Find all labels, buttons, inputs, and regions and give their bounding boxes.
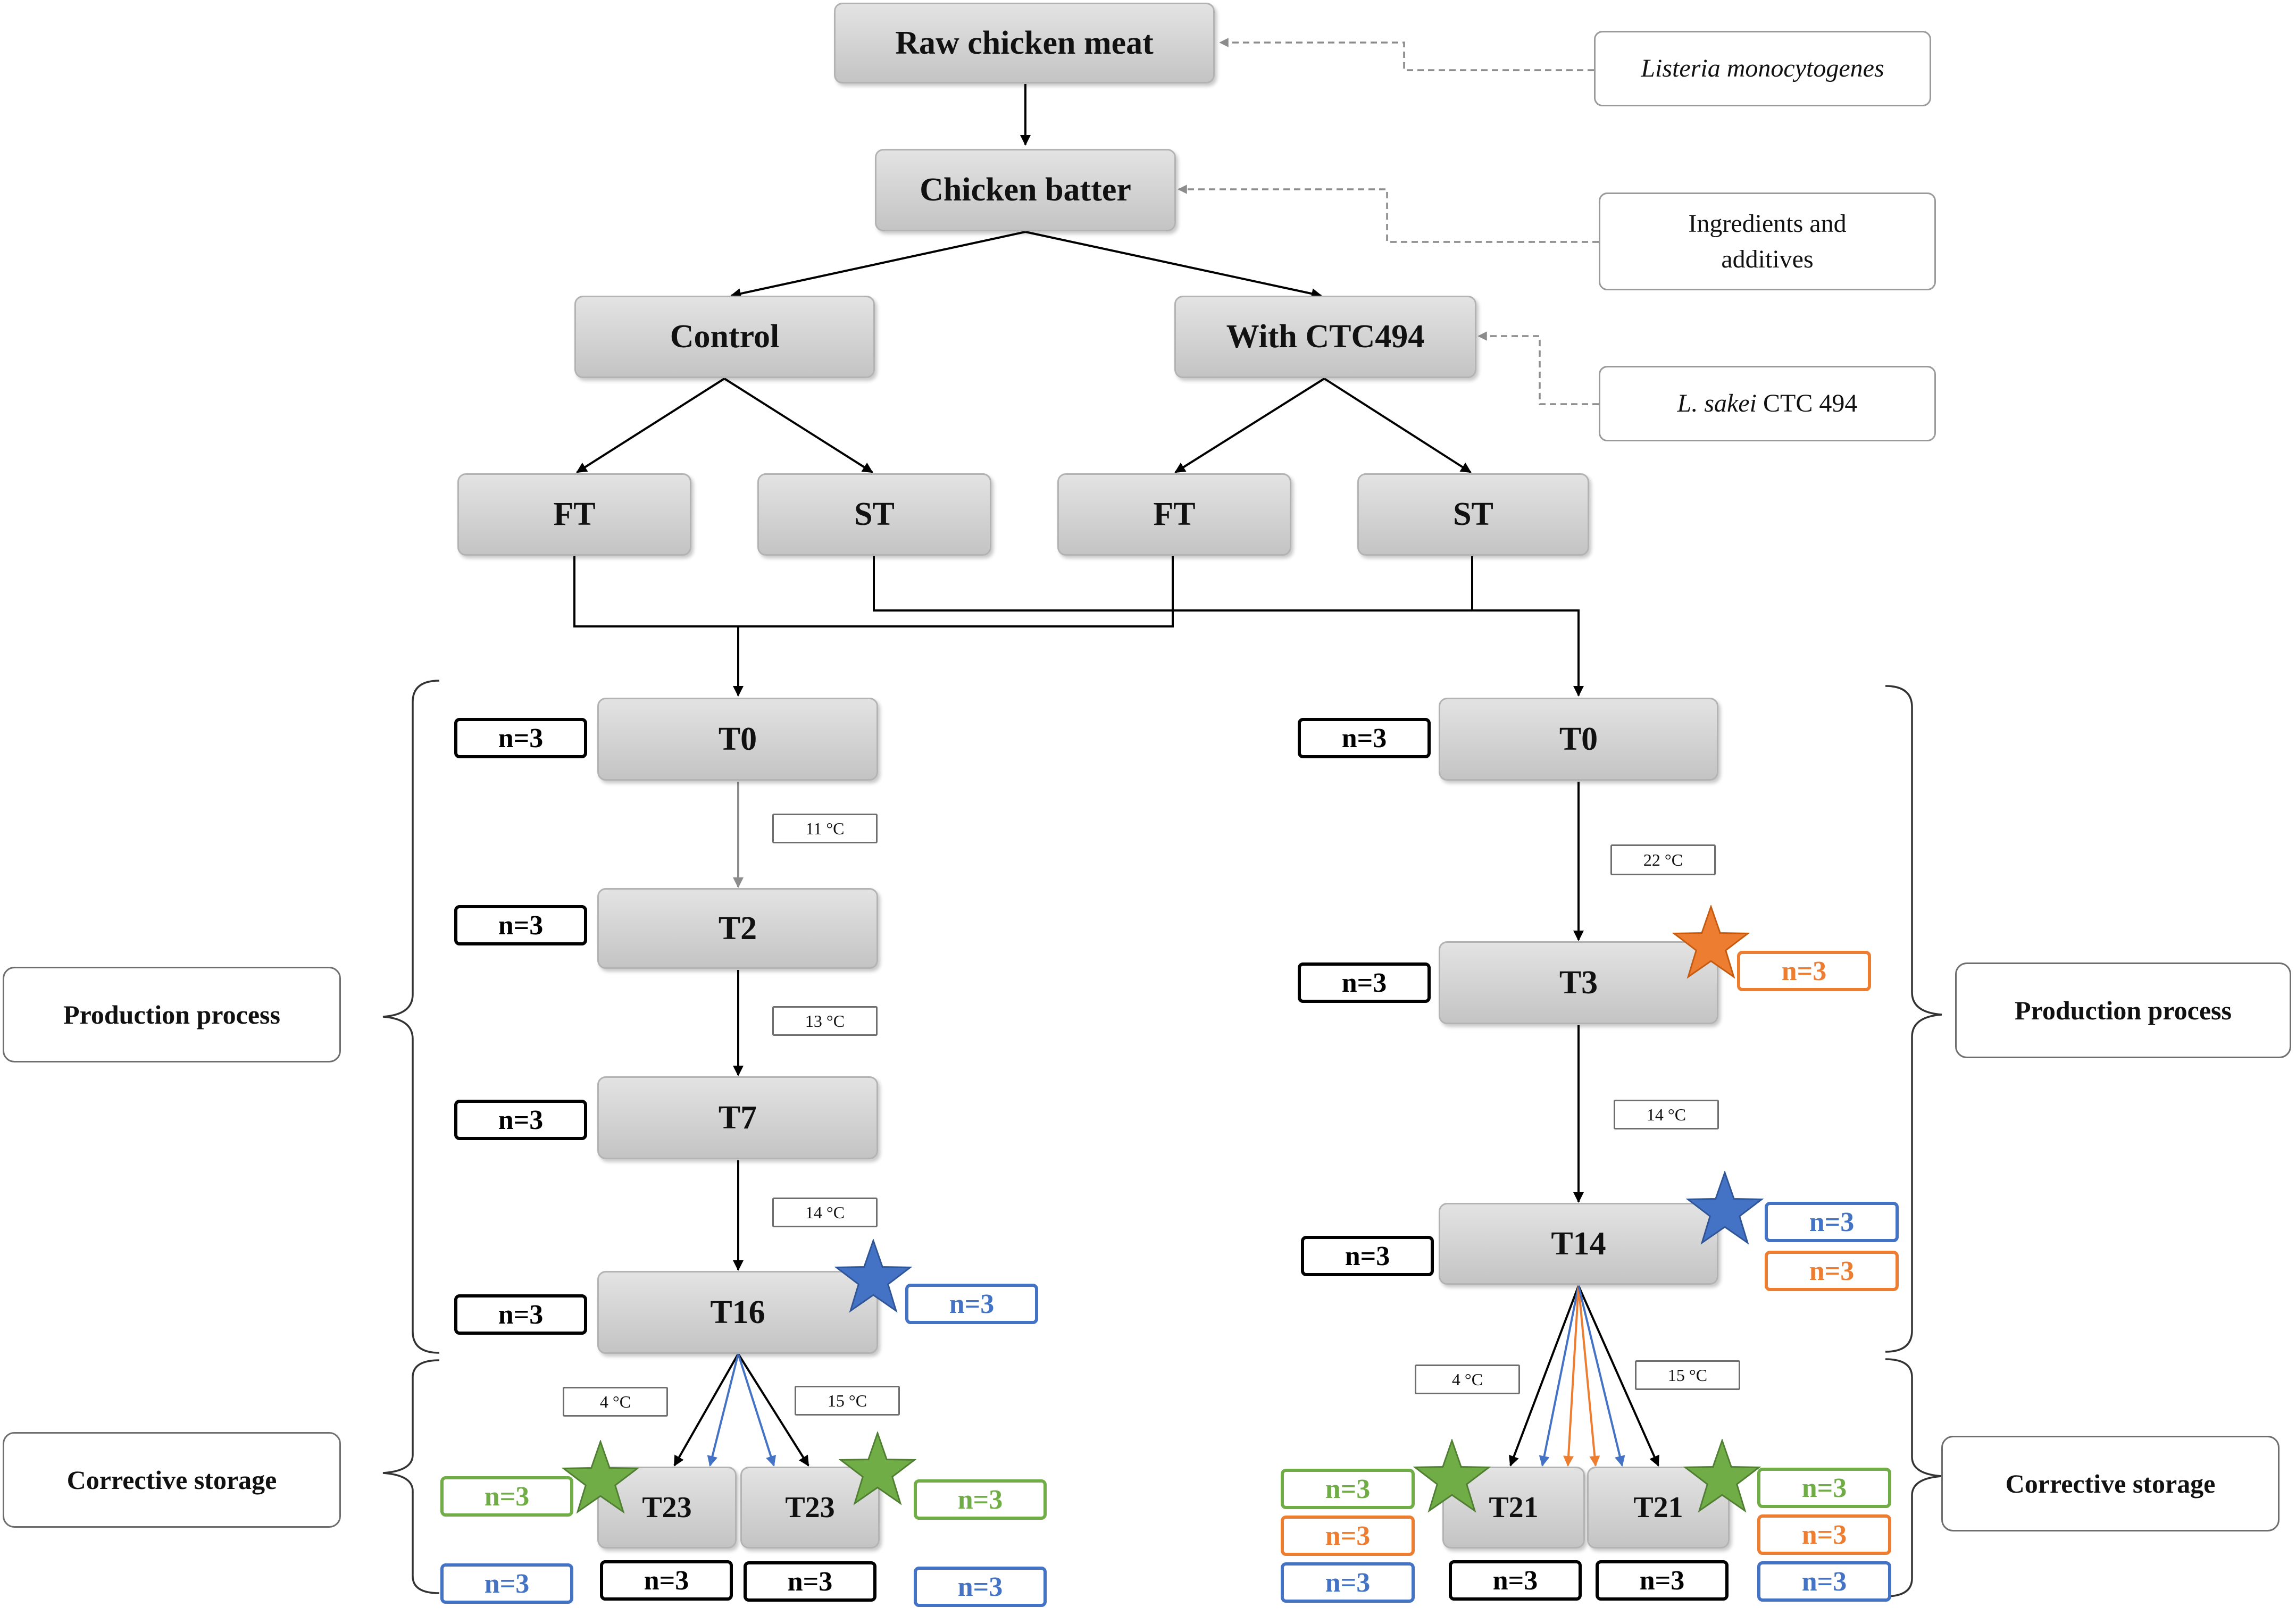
input-listeria: Listeria monocytogenes xyxy=(1594,31,1931,106)
sample-ft-t7: n=3 xyxy=(454,1100,587,1140)
input-ingredients-line2: additives xyxy=(1721,245,1814,273)
sample-st-t21-cold-blue: n=3 xyxy=(1281,1562,1415,1603)
node-st-t14: T14 xyxy=(1439,1203,1718,1285)
edge-control-to-st xyxy=(723,378,873,473)
edge-batter-to-control xyxy=(730,231,1026,299)
node-control: Control xyxy=(574,296,875,378)
temp-ft-storage-cold: 4 °C xyxy=(563,1387,668,1417)
node-st-t0: T0 xyxy=(1439,698,1718,781)
sample-st-t3: n=3 xyxy=(1298,962,1431,1003)
brace-storage-left xyxy=(382,1359,440,1594)
edge-ctc-to-st xyxy=(1323,378,1472,473)
star-icon xyxy=(1413,1439,1491,1513)
input-listeria-label: Listeria monocytogenes xyxy=(1641,54,1884,83)
temp-st-storage-warm: 15 °C xyxy=(1635,1360,1740,1390)
brace-production-right xyxy=(1885,685,1942,1353)
edge-st-t14-t21b-blue xyxy=(1577,1285,1625,1467)
node-with-ctc494: With CTC494 xyxy=(1174,296,1476,378)
node-st-ctc: ST xyxy=(1357,473,1589,556)
node-raw-chicken-meat: Raw chicken meat xyxy=(834,3,1215,83)
node-ft-t16: T16 xyxy=(597,1271,878,1354)
brace-storage-right xyxy=(1885,1358,1942,1597)
sample-ft-t16: n=3 xyxy=(454,1294,587,1335)
sample-st-t14: n=3 xyxy=(1301,1236,1434,1276)
edge-control-to-ft xyxy=(576,378,725,473)
edge-st-t14-t21a-orange xyxy=(1563,1285,1580,1467)
node-st-t3: T3 xyxy=(1439,941,1718,1024)
node-ft-ctc: FT xyxy=(1057,473,1291,556)
sample-ft-t0: n=3 xyxy=(454,718,587,758)
node-ft-t2: T2 xyxy=(597,888,878,969)
edge-ft-t16-t23a xyxy=(673,1353,739,1467)
node-st-control: ST xyxy=(757,473,991,556)
star-icon xyxy=(562,1440,639,1514)
input-lsakei-species: L. sakei xyxy=(1677,389,1757,418)
edge-listeria-to-raw xyxy=(1219,38,1594,71)
star-icon xyxy=(834,1239,912,1313)
temp-ft-t0-t2: 11 °C xyxy=(772,814,878,843)
star-icon xyxy=(839,1432,916,1505)
edge-st-t14-t21b-orange xyxy=(1577,1285,1600,1467)
edge-st-to-t0 xyxy=(1472,609,1584,697)
sample-ft-t23-cold-blue: n=3 xyxy=(440,1563,573,1604)
sample-st-t0: n=3 xyxy=(1298,718,1431,758)
edge-st-t14-t21a xyxy=(1509,1285,1580,1467)
sample-st-t21-cold: n=3 xyxy=(1449,1560,1582,1601)
temp-st-t0-t3: 22 °C xyxy=(1610,844,1716,875)
sample-st-t14-blue: n=3 xyxy=(1765,1202,1899,1242)
temp-ft-storage-warm: 15 °C xyxy=(795,1386,900,1416)
input-lsakei: L. sakei CTC 494 xyxy=(1599,366,1936,441)
sample-ft-t23-cold: n=3 xyxy=(600,1560,733,1601)
node-ft-t23-warm: T23 xyxy=(740,1467,880,1548)
edge-st-t14-t21a-blue xyxy=(1539,1285,1580,1467)
sample-st-t21-warm-green: n=3 xyxy=(1757,1468,1891,1508)
sample-st-t21-cold-green: n=3 xyxy=(1281,1469,1415,1509)
label-production-left: Production process xyxy=(3,967,341,1062)
edge-ft-t16-t23b xyxy=(737,1353,809,1467)
edge-ft-merge xyxy=(573,556,1174,627)
label-storage-right: Corrective storage xyxy=(1941,1436,2280,1531)
edge-ctc-to-ft xyxy=(1174,378,1325,473)
star-icon xyxy=(1672,905,1750,979)
edge-st-merge xyxy=(873,556,1473,612)
sample-ft-t23-warm-green: n=3 xyxy=(914,1479,1047,1520)
input-ingredients-line1: Ingredients and xyxy=(1688,209,1847,238)
brace-production-left xyxy=(382,680,440,1354)
sample-st-t21-warm-blue: n=3 xyxy=(1757,1561,1891,1602)
node-ft-t7: T7 xyxy=(597,1076,878,1159)
input-lsakei-strain: CTC 494 xyxy=(1756,389,1858,418)
label-production-right: Production process xyxy=(1955,962,2291,1058)
input-ingredients: Ingredients and additives xyxy=(1599,192,1936,290)
sample-st-t21-cold-orange: n=3 xyxy=(1281,1516,1415,1556)
edge-st-t14-t21b xyxy=(1577,1285,1659,1467)
edge-ft-t16-t23b-blue xyxy=(737,1353,777,1467)
sample-st-t21-warm: n=3 xyxy=(1596,1560,1729,1601)
star-icon xyxy=(1683,1439,1761,1513)
sample-ft-t16-blue: n=3 xyxy=(905,1284,1038,1324)
temp-ft-t2-t7: 13 °C xyxy=(772,1006,878,1036)
edge-ft-t16-t23a-blue xyxy=(707,1353,739,1467)
label-storage-left: Corrective storage xyxy=(3,1432,341,1528)
node-ft-t0: T0 xyxy=(597,698,878,781)
sample-ft-t23-warm: n=3 xyxy=(744,1561,876,1602)
temp-st-storage-cold: 4 °C xyxy=(1415,1365,1520,1394)
sample-st-t14-orange: n=3 xyxy=(1765,1251,1899,1291)
sample-st-t3-orange: n=3 xyxy=(1737,951,1871,991)
edge-batter-to-ctc xyxy=(1025,231,1322,299)
temp-ft-t7-t16: 14 °C xyxy=(772,1198,878,1227)
node-ft-control: FT xyxy=(457,473,691,556)
temp-st-t3-t14: 14 °C xyxy=(1614,1100,1719,1129)
sample-st-t21-warm-orange: n=3 xyxy=(1757,1514,1891,1555)
sample-ft-t2: n=3 xyxy=(454,905,587,945)
sample-ft-t23-warm-blue: n=3 xyxy=(914,1567,1047,1607)
edge-ingredients-to-batter xyxy=(1178,185,1599,243)
star-icon xyxy=(1686,1171,1764,1245)
edge-lsakei-to-ctc xyxy=(1477,331,1599,405)
sample-ft-t23-cold-green: n=3 xyxy=(440,1476,573,1517)
node-chicken-batter: Chicken batter xyxy=(875,149,1176,231)
